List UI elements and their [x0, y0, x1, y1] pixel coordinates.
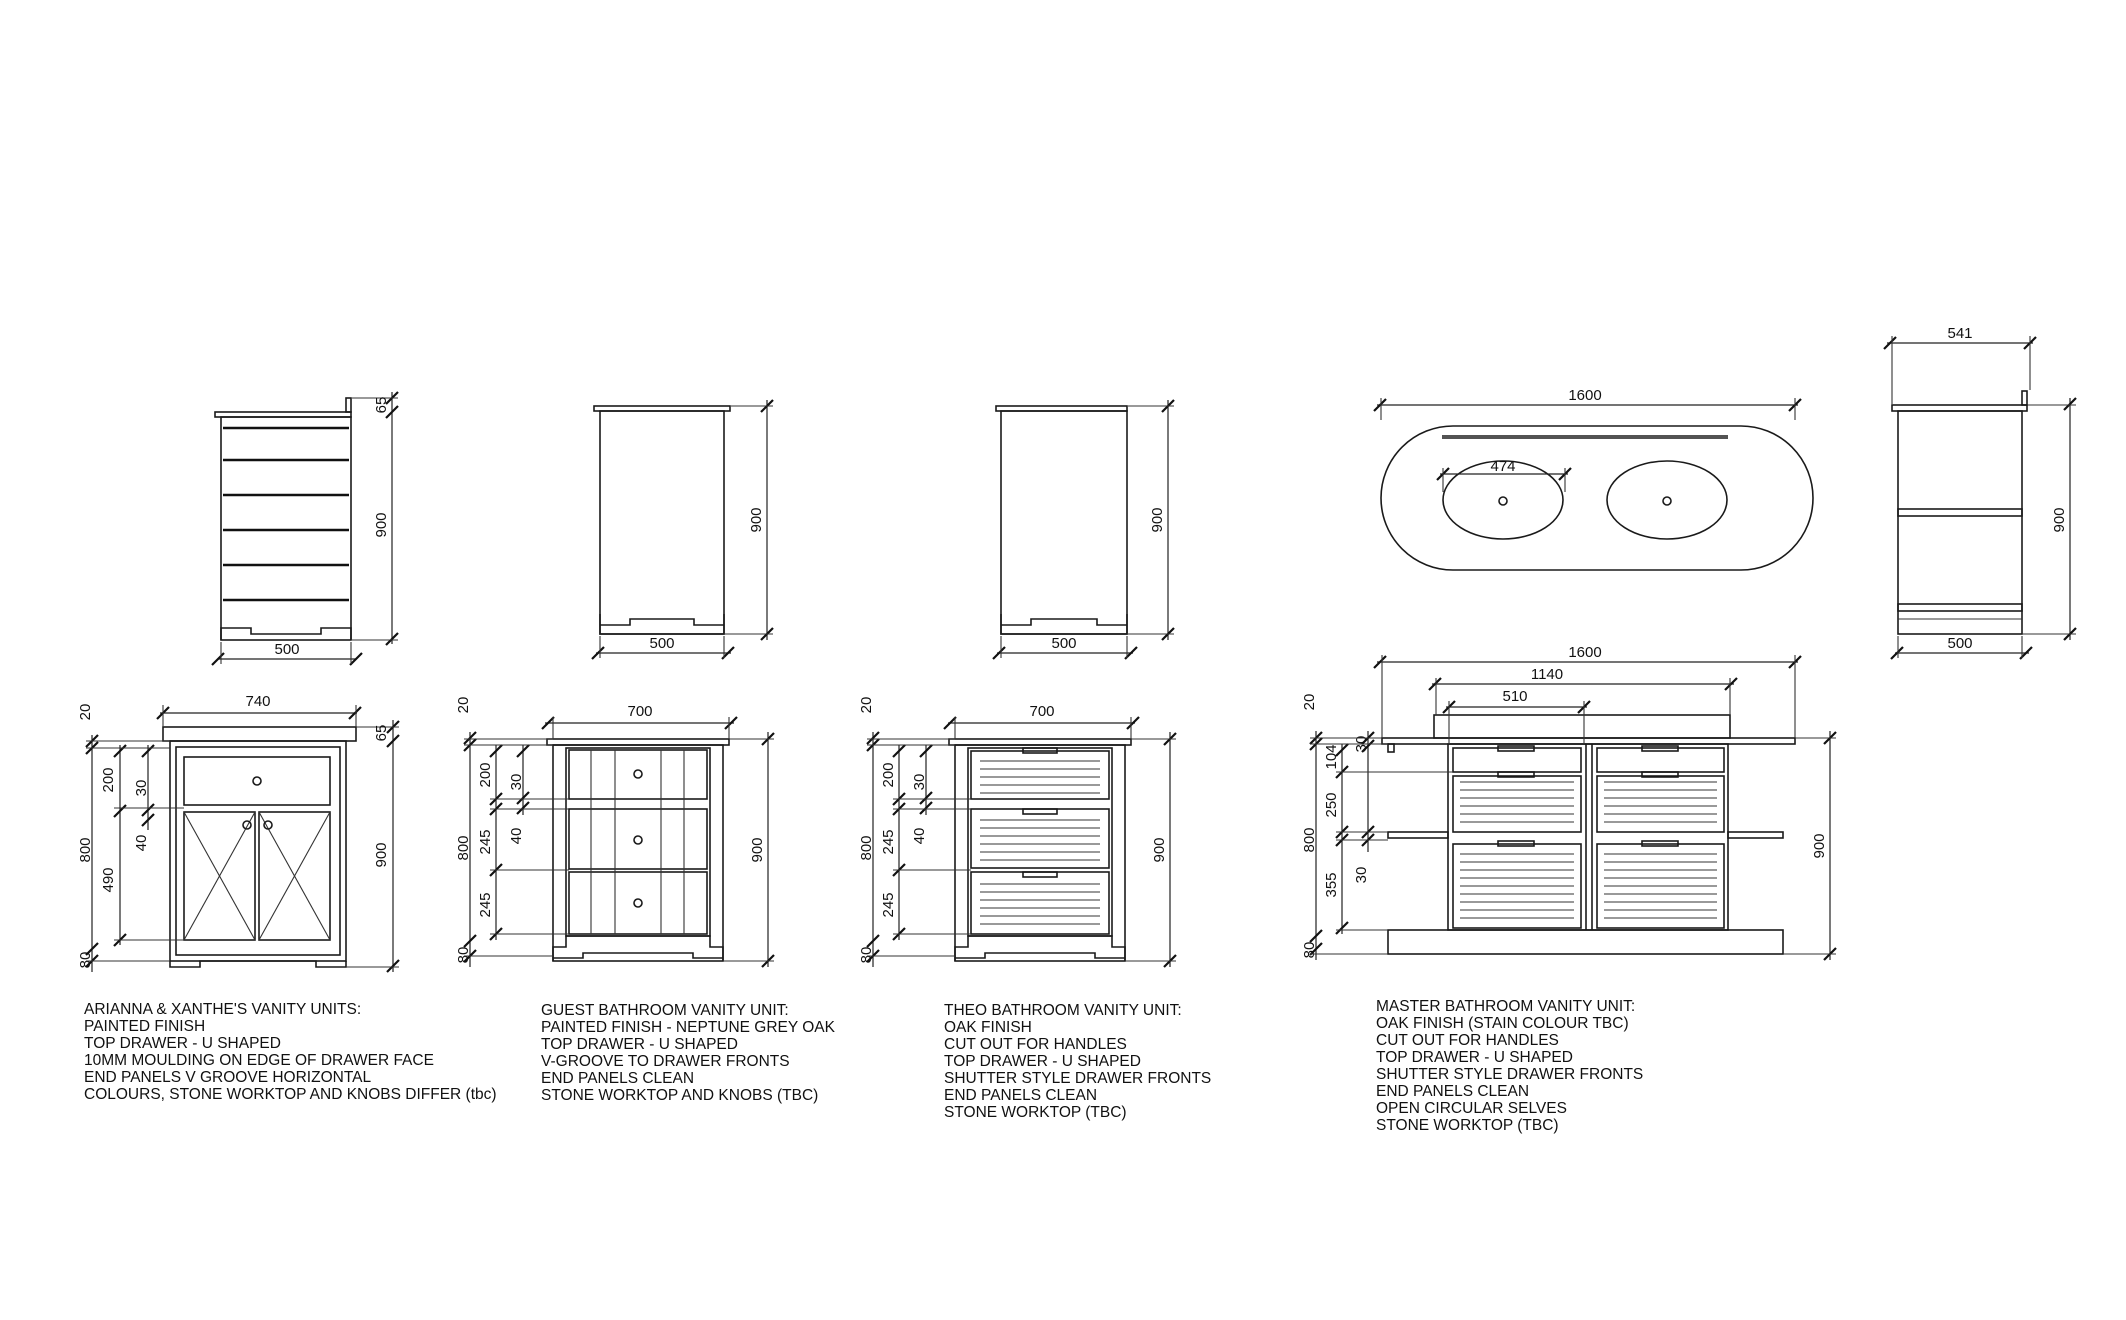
guest-side-width: 500 — [649, 635, 674, 652]
arianna-side-upstand: 65 — [373, 397, 390, 414]
guest-worktop: 20 — [455, 697, 472, 714]
arianna-door: 490 — [100, 867, 117, 892]
arianna-plinth: 80 — [77, 952, 94, 969]
master-plan-view: 1600 474 — [1373, 387, 1814, 571]
arianna-worktop: 20 — [77, 704, 94, 721]
spec-line: END PANELS CLEAN — [1376, 1083, 1530, 1100]
master-gap-mid: 30 — [1353, 867, 1370, 884]
theo-drawer-top: 200 — [880, 762, 897, 787]
theo-worktop: 20 — [858, 697, 875, 714]
theo-plinth: 80 — [858, 947, 875, 964]
master-plinth: 80 — [1301, 942, 1318, 959]
theo-shutter-slats — [980, 760, 1100, 925]
guest-gap-mid: 40 — [508, 828, 525, 845]
spec-line: CUT OUT FOR HANDLES — [944, 1036, 1127, 1053]
guest-plinth: 80 — [455, 947, 472, 964]
guest-specification: GUEST BATHROOM VANITY UNIT: PAINTED FINI… — [541, 1002, 835, 1104]
master-front-height: 900 — [1811, 833, 1828, 858]
master-inner-width: 1140 — [1531, 666, 1563, 683]
guest-drawer-mid: 245 — [477, 829, 494, 854]
master-shutter-slats — [1460, 781, 1717, 919]
spec-line: STONE WORKTOP AND KNOBS (TBC) — [541, 1087, 819, 1104]
arianna-side-height: 900 — [373, 512, 390, 537]
arianna-gap-mid: 40 — [133, 835, 150, 852]
spec-line: V-GROOVE TO DRAWER FRONTS — [541, 1053, 790, 1070]
theo-side-width: 500 — [1051, 635, 1076, 652]
spec-line: STONE WORKTOP (TBC) — [944, 1104, 1127, 1121]
arianna-drawer: 200 — [100, 767, 117, 792]
spec-line: OPEN CIRCULAR SELVES — [1376, 1100, 1567, 1117]
master-end-width: 500 — [1947, 635, 1972, 652]
guest-side-height: 900 — [748, 507, 765, 532]
spec-line: 10MM MOULDING ON EDGE OF DRAWER FACE — [84, 1052, 434, 1069]
theo-front-elevation: 700 900 20 800 80 200 245 245 30 40 — [858, 697, 1177, 968]
spec-line: STONE WORKTOP (TBC) — [1376, 1117, 1559, 1134]
arianna-side-width: 500 — [274, 641, 299, 658]
master-plan-width: 1600 — [1568, 387, 1601, 404]
theo-side-elevation: 500 900 — [992, 399, 1175, 660]
spec-line: TOP DRAWER - U SHAPED — [541, 1036, 738, 1053]
arianna-front-upstand: 65 — [373, 725, 390, 742]
arianna-front-width: 740 — [245, 693, 270, 710]
arianna-specification: ARIANNA & XANTHE'S VANITY UNITS: PAINTED… — [84, 1001, 497, 1103]
spec-line: OAK FINISH (STAIN COLOUR TBC) — [1376, 1015, 1629, 1032]
theo-carcass: 800 — [858, 835, 875, 860]
master-end-elevation: 541 500 900 — [1883, 325, 2077, 660]
spec-line: PAINTED FINISH - NEPTUNE GREY OAK — [541, 1019, 835, 1036]
spec-line: END PANELS CLEAN — [541, 1070, 695, 1087]
master-worktop: 20 — [1301, 694, 1318, 711]
spec-line: SHUTTER STYLE DRAWER FRONTS — [1376, 1066, 1644, 1083]
master-specification: MASTER BATHROOM VANITY UNIT: OAK FINISH … — [1376, 998, 1643, 1134]
arianna-front-elevation: 740 900 65 20 800 80 200 490 30 40 — [77, 693, 400, 973]
arianna-gap-top: 30 — [133, 780, 150, 797]
spec-line: TOP DRAWER - U SHAPED — [1376, 1049, 1573, 1066]
master-front-elevation: 1600 1140 510 900 20 800 80 104 250 — [1301, 644, 1837, 961]
theo-side-height: 900 — [1149, 507, 1166, 532]
master-end-height: 900 — [2051, 507, 2068, 532]
spec-line: CUT OUT FOR HANDLES — [1376, 1032, 1559, 1049]
theo-front-height: 900 — [1151, 837, 1168, 862]
spec-line: PAINTED FINISH — [84, 1018, 206, 1035]
spec-title: GUEST BATHROOM VANITY UNIT: — [541, 1002, 789, 1019]
theo-front-width: 700 — [1029, 703, 1054, 720]
spec-line: END PANELS V GROOVE HORIZONTAL — [84, 1069, 372, 1086]
guest-gap-top: 30 — [508, 774, 525, 791]
master-drawer-top: 104 — [1323, 744, 1340, 769]
master-end-depth: 541 — [1947, 325, 1972, 342]
arianna-side-elevation: 500 900 65 — [211, 391, 399, 666]
theo-gap-mid: 40 — [911, 828, 928, 845]
spec-line: OAK FINISH — [944, 1019, 1032, 1036]
guest-drawer-bottom: 245 — [477, 892, 494, 917]
master-drawer-width: 510 — [1502, 688, 1527, 705]
spec-line: TOP DRAWER - U SHAPED — [84, 1035, 281, 1052]
spec-title: ARIANNA & XANTHE'S VANITY UNITS: — [84, 1001, 362, 1018]
arianna-carcass: 800 — [77, 837, 94, 862]
spec-line: COLOURS, STONE WORKTOP AND KNOBS DIFFER … — [84, 1086, 497, 1103]
guest-carcass: 800 — [455, 835, 472, 860]
master-carcass: 800 — [1301, 827, 1318, 852]
master-drawer-bottom: 355 — [1323, 872, 1340, 897]
theo-specification: THEO BATHROOM VANITY UNIT: OAK FINISH CU… — [944, 1002, 1211, 1121]
master-basin-width: 474 — [1490, 458, 1515, 475]
spec-line: SHUTTER STYLE DRAWER FRONTS — [944, 1070, 1212, 1087]
theo-gap-top: 30 — [911, 774, 928, 791]
theo-drawer-bottom: 245 — [880, 892, 897, 917]
spec-title: MASTER BATHROOM VANITY UNIT: — [1376, 998, 1636, 1015]
guest-drawer-top: 200 — [477, 762, 494, 787]
guest-front-height: 900 — [749, 837, 766, 862]
arianna-front-height: 900 — [373, 842, 390, 867]
master-front-width: 1600 — [1568, 644, 1601, 661]
guest-side-elevation: 500 900 — [591, 399, 774, 660]
master-drawer-mid: 250 — [1323, 792, 1340, 817]
guest-front-width: 700 — [627, 703, 652, 720]
spec-line: END PANELS CLEAN — [944, 1087, 1098, 1104]
spec-line: TOP DRAWER - U SHAPED — [944, 1053, 1141, 1070]
spec-title: THEO BATHROOM VANITY UNIT: — [944, 1002, 1182, 1019]
guest-front-elevation: 700 900 20 800 80 200 245 245 30 40 — [455, 697, 775, 968]
theo-drawer-mid: 245 — [880, 829, 897, 854]
